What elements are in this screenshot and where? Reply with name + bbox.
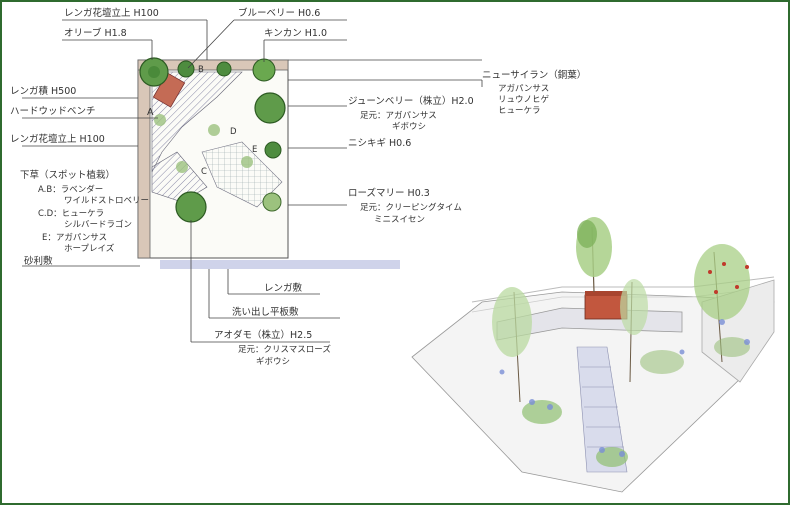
stepping-path	[576, 346, 628, 473]
plan-letter-c: C	[201, 167, 207, 177]
label-brick-planter-top: レンガ花壇立上 H100	[64, 7, 159, 19]
label-aodamo-sub1: 足元：クリスマスローズ	[238, 344, 331, 355]
label-stepping-stone: 洗い出し平板敷	[232, 306, 299, 318]
spot-planting	[154, 114, 166, 126]
label-aodamo-sub2: ギボウシ	[256, 357, 290, 367]
tree-sketch-left	[492, 287, 532, 403]
shrub-sketch	[714, 337, 750, 357]
label-nishikigi: ニシキギ H0.6	[348, 138, 411, 149]
shrub-sketch	[522, 400, 562, 424]
label-brick-planter-left: レンガ花壇立上 H100	[10, 133, 105, 145]
label-ground-cover-ab: A.B：ラベンダー	[38, 184, 103, 195]
plan-labels: レンガ花壇立上 H100 オリーブ H1.8 ブルーベリー H0.6 キンカン …	[10, 7, 586, 367]
label-nz-flax-sub2: リュウノヒゲ	[498, 94, 550, 105]
label-nz-flax-sub3: ヒューケラ	[498, 106, 541, 116]
juneberry-tree	[254, 92, 286, 124]
tree-sketch-right	[694, 244, 750, 363]
label-juneberry-sub2: ギボウシ	[392, 122, 426, 132]
plan-letter-d: D	[230, 127, 237, 137]
label-ground-cover-title: 下草（スポット植栽）	[20, 169, 115, 181]
plan-letter-a: A	[147, 107, 154, 118]
tree-sketch-mid	[620, 279, 648, 383]
leader-lines	[22, 19, 483, 343]
plan-view: A B C D E	[137, 57, 400, 269]
label-sand-paving: 砂利敷	[24, 255, 53, 267]
plan-letter-b: B	[198, 65, 204, 75]
label-rosemary-sub1: 足元：クリーピングタイム	[360, 202, 462, 213]
label-nz-flax-sub1: アガパンサス	[498, 83, 549, 94]
perspective-sketch	[411, 217, 775, 493]
label-ground-cover-e: E：アガパンサス	[42, 232, 107, 243]
kinkan-tree	[252, 58, 276, 82]
spot-planting	[208, 124, 220, 136]
label-ground-cover-cd2: シルバードラゴン	[64, 219, 132, 230]
ground-strip	[160, 260, 400, 269]
spot-planting	[176, 161, 188, 173]
label-olive: オリーブ H1.8	[64, 27, 127, 39]
brick-wall-top	[137, 59, 289, 71]
blueberry-shrub-2	[216, 61, 232, 77]
label-rosemary-sub2: ミニスイセン	[374, 215, 425, 225]
label-kinkan: キンカン H1.0	[264, 28, 327, 39]
label-aodamo: アオダモ（株立）H2.5	[214, 329, 312, 341]
label-nz-flax: ニューサイラン（銅葉）	[482, 69, 586, 81]
label-brick-paving: レンガ敷	[264, 282, 303, 294]
label-ground-cover-e2: ホープレイズ	[64, 243, 115, 254]
tree-sketch-back	[576, 217, 612, 293]
label-ground-cover-ab2: ワイルドストロベリー	[64, 196, 149, 206]
blueberry-shrub	[177, 60, 195, 78]
label-brick-pile: レンガ積 H500	[10, 85, 76, 97]
aodamo-tree	[175, 191, 207, 223]
label-hardwood-bench: ハードウッドベンチ	[10, 106, 96, 117]
spot-planting	[241, 156, 253, 168]
flower-dots	[499, 319, 750, 457]
label-juneberry: ジューンベリー（株立）H2.0	[348, 95, 474, 107]
brick-wall-left	[137, 59, 151, 259]
shrub-sketch	[640, 350, 684, 374]
rosemary-shrub	[262, 192, 282, 212]
label-rosemary: ローズマリー H0.3	[348, 187, 430, 199]
nishikigi-shrub	[264, 141, 282, 159]
label-ground-cover-cd: C.D：ヒューケラ	[38, 209, 104, 219]
plan-letter-e: E	[252, 145, 257, 155]
label-juneberry-sub1: 足元：アガパンサス	[360, 110, 437, 121]
label-blueberry: ブルーベリー H0.6	[238, 7, 320, 19]
